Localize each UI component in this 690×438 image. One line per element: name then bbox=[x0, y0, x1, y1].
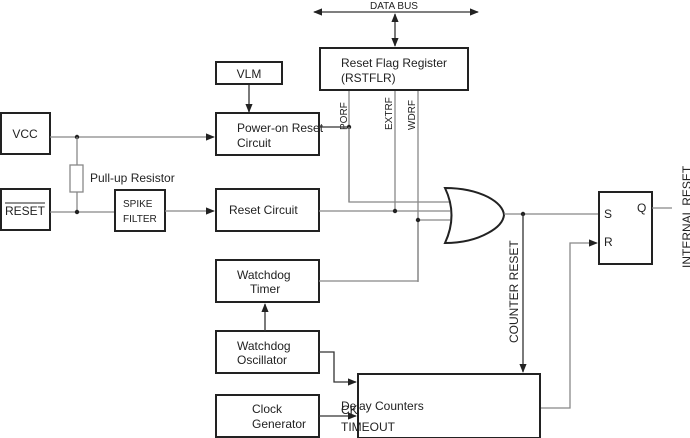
wdrf-junction bbox=[415, 217, 421, 223]
reset-pin-block bbox=[0, 188, 51, 231]
reset-circuit-label: Reset Circuit bbox=[229, 203, 298, 217]
watchdog-timer-subtitle: Timer bbox=[250, 282, 280, 296]
clock-generator-subtitle: Generator bbox=[252, 417, 306, 431]
reset-flag-register-block bbox=[319, 47, 469, 91]
or-gate-symbol bbox=[443, 186, 506, 245]
watchdog-oscillator-block bbox=[215, 330, 320, 374]
flip-flop-s-label: S bbox=[604, 207, 612, 221]
spike-filter-block bbox=[114, 189, 166, 232]
counter-reset-label: COUNTER RESET bbox=[507, 240, 521, 343]
reset-junction bbox=[74, 209, 80, 215]
vlm-label: VLM bbox=[237, 67, 262, 81]
power-on-reset-title: Power-on Reset bbox=[237, 121, 324, 135]
watchdog-timer-block bbox=[215, 259, 320, 303]
delay-counters-timeout-label: TIMEOUT bbox=[341, 420, 396, 434]
vcc-block bbox=[0, 112, 51, 155]
power-on-reset-subtitle: Circuit bbox=[237, 136, 272, 150]
power-on-reset-block bbox=[215, 112, 320, 156]
reset-flag-register-title: Reset Flag Register bbox=[341, 56, 447, 70]
delay-counters-ck-label: CK bbox=[341, 403, 358, 417]
spike-filter-line2: FILTER bbox=[123, 214, 157, 225]
delay-counters-title: Delay Counters bbox=[341, 399, 424, 413]
oscillator-to-counters-arrow bbox=[319, 351, 357, 386]
pull-up-resistor-label: Pull-up Resistor bbox=[90, 171, 175, 185]
delay-counters-block bbox=[357, 373, 541, 438]
flip-flop-q-label: Q bbox=[637, 201, 646, 215]
internal-reset-label: INTERNAL RESET bbox=[680, 165, 690, 268]
vlm-block bbox=[215, 61, 283, 85]
extrf-label: EXTRF bbox=[384, 97, 395, 130]
clock-generator-title: Clock bbox=[252, 402, 283, 416]
extrf-junction bbox=[392, 208, 398, 214]
data-bus-label: DATA BUS bbox=[370, 1, 418, 12]
watchdog-to-or-line bbox=[319, 219, 450, 282]
spike-filter-line1: SPIKE bbox=[123, 199, 153, 210]
reset-circuit-block bbox=[215, 188, 320, 232]
reset-flag-register-subtitle: (RSTFLR) bbox=[341, 71, 396, 85]
watchdog-timer-title: Watchdog bbox=[237, 268, 291, 282]
sr-flip-flop-block bbox=[598, 191, 653, 265]
timeout-to-r-line bbox=[540, 239, 598, 409]
pull-up-resistor-symbol bbox=[69, 164, 84, 193]
vcc-label: VCC bbox=[12, 127, 38, 141]
wdrf-label: WDRF bbox=[407, 100, 418, 130]
watchdog-oscillator-title: Watchdog bbox=[237, 339, 291, 353]
flip-flop-r-label: R bbox=[604, 235, 613, 249]
reset-pin-label: RESET bbox=[5, 204, 46, 218]
por-to-or-line bbox=[348, 127, 450, 203]
porf-label: PORF bbox=[339, 102, 350, 130]
watchdog-oscillator-subtitle: Oscillator bbox=[237, 353, 287, 367]
